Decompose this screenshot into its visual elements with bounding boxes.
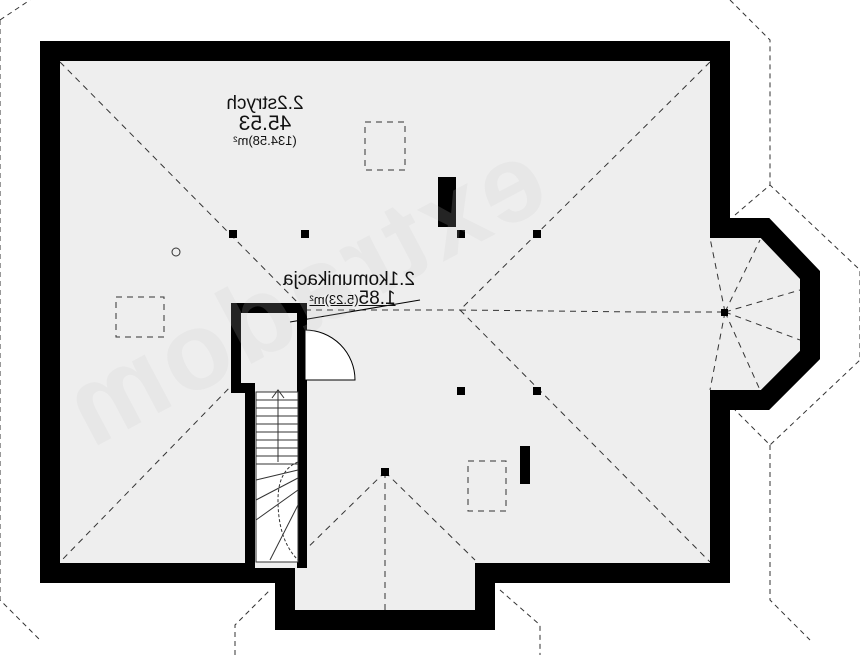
room-number: 2.1 [388, 269, 415, 290]
room-area: 45.53 [238, 112, 292, 135]
room-area-total: (5.23)m² [309, 292, 359, 307]
room-number: 2.2 [277, 93, 304, 114]
room-area-total: (134.58)m² [233, 133, 297, 148]
room-name: komunikacja [282, 269, 389, 290]
room-name: strych [226, 93, 278, 114]
door-swing [304, 329, 356, 381]
vent-icon [171, 247, 181, 257]
label-leader [289, 299, 421, 323]
room-label-strych: 2.2strych 45.53 (134.58)m² [225, 93, 305, 148]
staircase [255, 389, 299, 563]
floor-area [50, 51, 810, 620]
exterior-wall [40, 41, 820, 630]
structural-posts [229, 177, 728, 484]
room-area: 1.85 [358, 288, 396, 309]
room-label-komunikacja: 2.1komunikacja 1.85(5.23)m² [283, 269, 415, 309]
